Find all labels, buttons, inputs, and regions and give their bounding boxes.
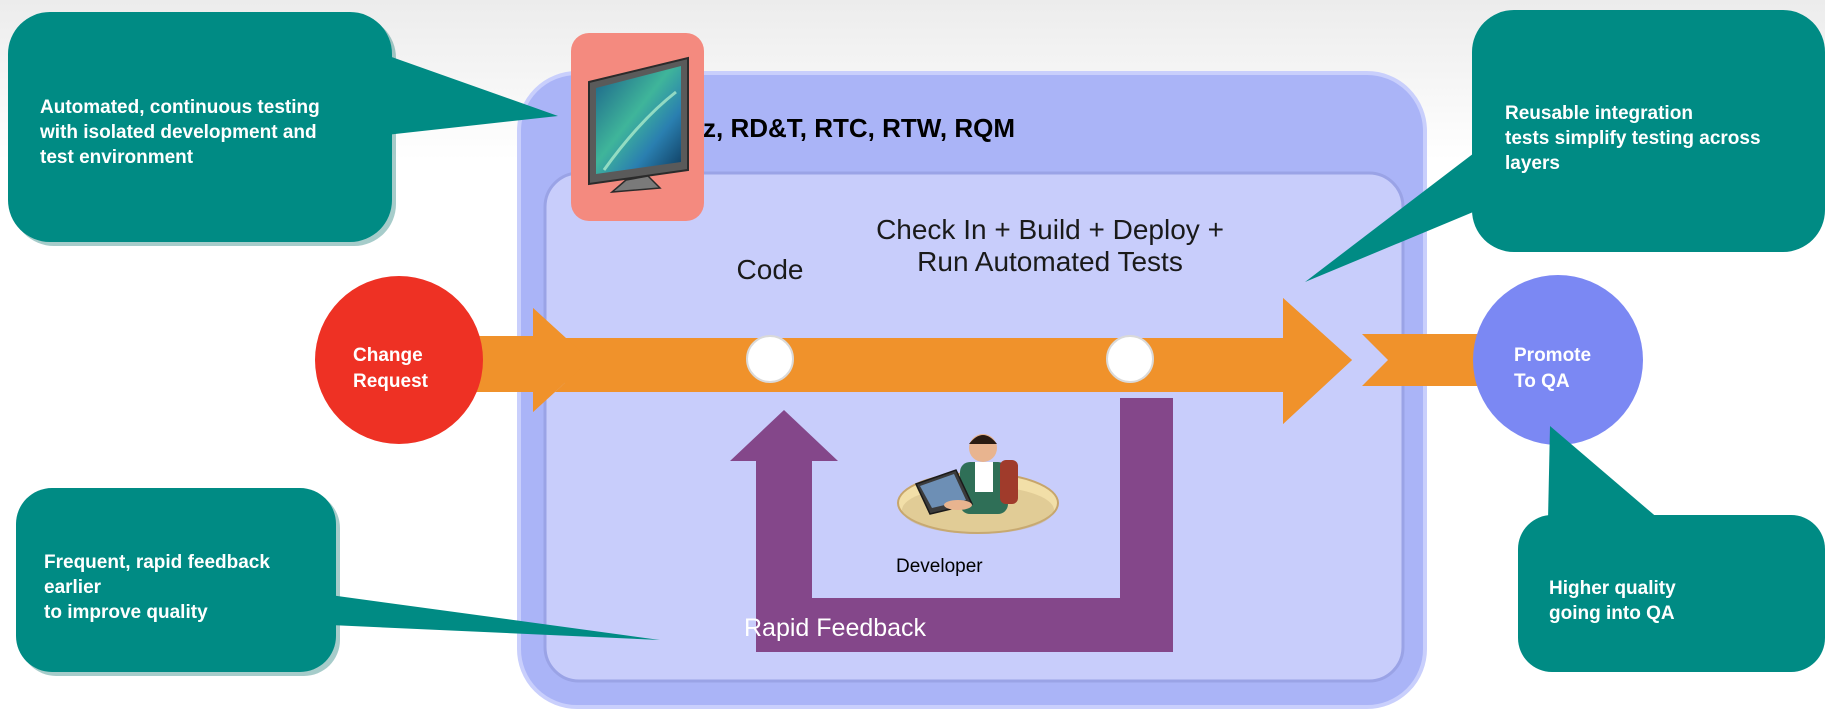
build-milestone [1106,335,1154,383]
incoming-arrow [470,308,590,412]
step-checkin-label: Check In + Build + Deploy + Run Automate… [876,214,1224,277]
main-flow-arrow-body [565,298,1352,424]
step-code-label: Code [736,254,804,285]
tools-banner: z, RD&T, RTC, RTW, RQM [703,113,1015,143]
callout-rapid-feedback-text: Frequent, rapid feedback earlier to impr… [44,552,270,623]
callout-automated-testing-text: Automated, continuous testing with isola… [40,97,320,168]
monitor-icon [571,33,704,221]
callout-reusable-tests-text: Reusable integration tests simplify test… [1505,103,1761,174]
rapid-feedback-label: Rapid Feedback [744,614,927,642]
change-request-circle [315,276,483,444]
callout-rapid-feedback [16,488,660,676]
callout-automated-testing [8,12,558,246]
code-milestone [746,335,794,383]
callout-higher-quality [1518,426,1825,672]
promote-label: Promote To QA [1514,345,1592,392]
promote-circle [1473,275,1643,445]
change-request-label: Change Request [353,345,428,392]
rapid-feedback-arrow [730,398,1173,652]
callout-higher-quality-text: Higher quality going into QA [1549,578,1676,624]
outgoing-arrow [1362,334,1480,386]
callout-reusable-tests [1305,10,1825,282]
developer-icon [897,434,1059,534]
developer-label: Developer [896,556,983,577]
